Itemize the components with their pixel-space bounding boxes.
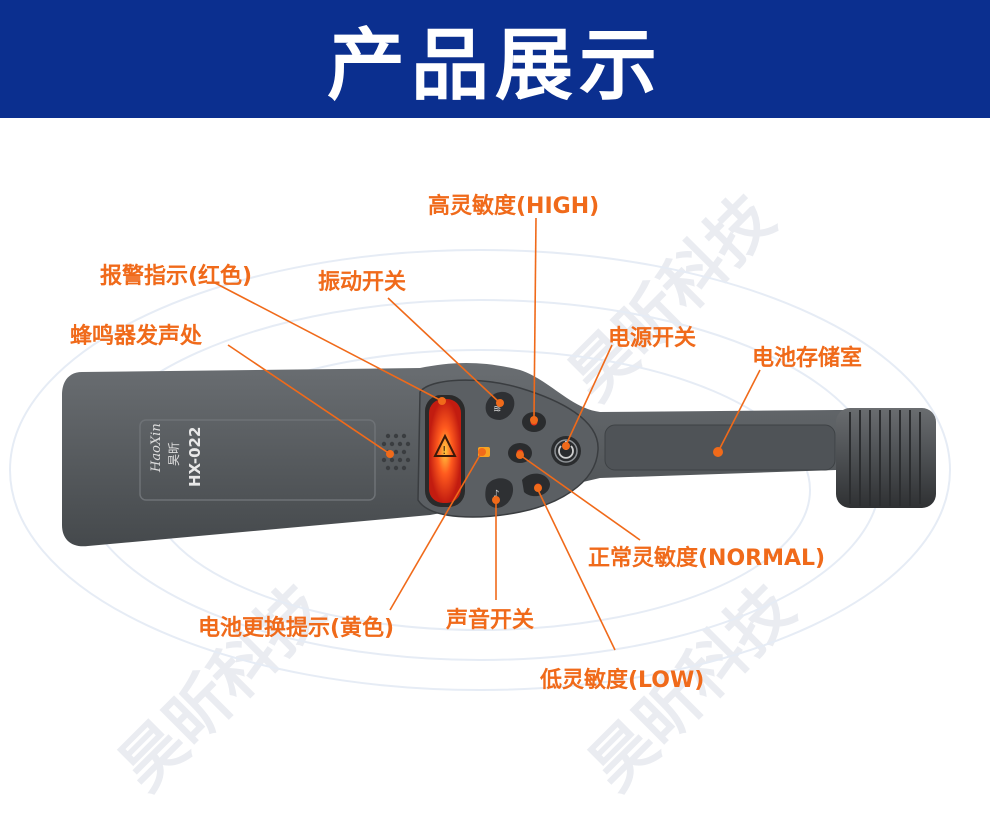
label-vibration-switch: 振动开关	[318, 270, 407, 295]
label-normal-sensitivity: 正常灵敏度(NORMAL)	[588, 546, 826, 571]
brand-cn: 昊昕	[167, 442, 181, 466]
brand-panel	[139, 419, 376, 501]
label-battery-compartment: 电池存储室	[752, 346, 863, 371]
label-battery-indicator: 电池更换提示(黄色)	[198, 616, 395, 641]
label-high-sensitivity: 高灵敏度(HIGH)	[428, 194, 600, 219]
warning-triangle-icon	[433, 433, 457, 457]
page-title: 产品展示	[326, 21, 663, 111]
header-banner: 产品展示	[0, 0, 990, 118]
model-number: HX-022	[186, 427, 204, 487]
callout-lines	[214, 217, 761, 651]
label-alarm-indicator: 报警指示(红色)	[100, 264, 253, 289]
sound-icon: ♪	[493, 489, 499, 500]
label-low-sensitivity: 低灵敏度(LOW)	[540, 668, 705, 693]
label-buzzer: 蜂鸣器发声处	[70, 324, 203, 349]
brand-script: HaoXin	[149, 423, 164, 473]
vibration-icon: ≋	[493, 404, 501, 415]
power-button[interactable]	[551, 436, 581, 466]
power-icon	[558, 445, 574, 459]
battery-cap	[836, 408, 936, 508]
label-power-switch: 电源开关	[608, 326, 697, 351]
label-sound-switch: 声音开关	[446, 608, 535, 633]
svg-text:!: !	[442, 444, 446, 457]
callout-dots	[386, 397, 723, 504]
